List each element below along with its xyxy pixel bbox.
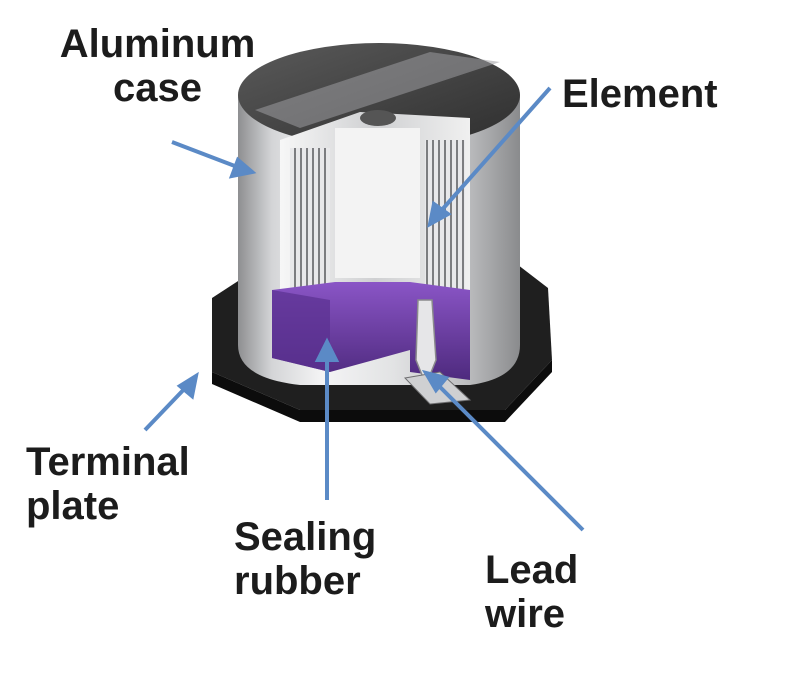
arrow-lead-wire xyxy=(433,380,585,532)
element-foil-left xyxy=(290,148,330,298)
label-terminal-plate-line2: plate xyxy=(26,484,120,528)
arrow-aluminum-case xyxy=(171,140,241,170)
label-aluminum-case-line2: case xyxy=(113,66,202,110)
label-aluminum-case-line1: Aluminum xyxy=(59,22,256,66)
label-element: Element xyxy=(562,72,718,116)
label-sealing-rubber-line1: Sealing xyxy=(234,515,377,559)
label-sealing-rubber: Sealing rubber xyxy=(234,515,376,603)
arrow-element-head xyxy=(427,200,452,228)
label-terminal-plate: Terminal plate xyxy=(26,440,190,528)
label-terminal-plate-line1: Terminal xyxy=(26,440,190,484)
element-core xyxy=(335,128,420,278)
label-element-line1: Element xyxy=(562,72,718,116)
label-sealing-rubber-line2: rubber xyxy=(234,559,361,603)
element-core-hole xyxy=(360,110,396,126)
arrow-terminal-plate-head xyxy=(176,371,199,400)
callout-arrows xyxy=(143,86,585,532)
label-lead-wire: Lead wire xyxy=(485,548,578,636)
case-top-highlight xyxy=(255,52,500,128)
label-lead-wire-line2: wire xyxy=(485,592,566,636)
label-aluminum-case: Aluminum case xyxy=(30,22,285,110)
arrow-sealing-rubber-head xyxy=(314,337,340,362)
label-lead-wire-line1: Lead xyxy=(485,548,579,592)
arrow-lead-wire-head xyxy=(421,369,450,394)
arrow-element xyxy=(438,86,552,214)
arrow-terminal-plate xyxy=(143,381,192,432)
arrow-aluminum-case-head xyxy=(228,156,257,179)
sealing-rubber-edge xyxy=(272,290,330,372)
